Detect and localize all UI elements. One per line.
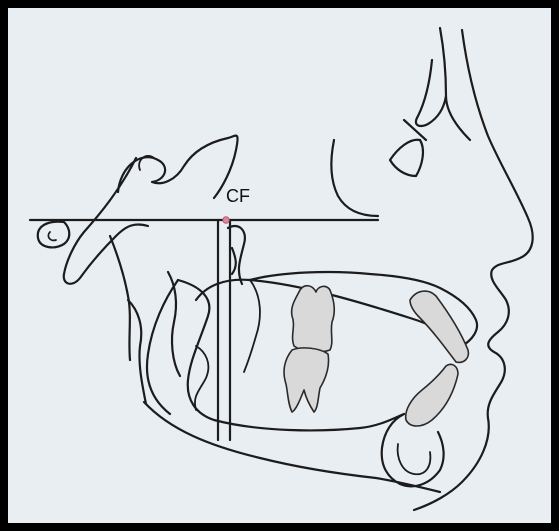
soft-palate: [244, 280, 260, 372]
lower-molar: [284, 348, 329, 412]
cf-point: [223, 217, 229, 223]
mandibular-border-outer: [144, 402, 440, 492]
nasal-bone-left: [416, 60, 446, 126]
orbit-rim: [331, 140, 378, 216]
soft-tissue-profile: [414, 30, 533, 510]
nasal-bone-right: [440, 28, 470, 140]
airway-curve: [195, 346, 208, 410]
lower-incisor: [406, 364, 458, 426]
ramus-posterior: [147, 280, 178, 414]
cervical-vertebra-1: [110, 236, 130, 360]
mastoid-outline: [38, 222, 69, 248]
orbit-outline: [390, 140, 423, 176]
ear-rod-loop: [48, 232, 56, 240]
sella-outline: [118, 136, 238, 198]
cf-label: CF: [226, 186, 250, 206]
upper-molar: [292, 286, 335, 352]
symphysis-inner: [398, 444, 431, 474]
upper-incisor: [410, 291, 468, 362]
pharyngeal-wall: [168, 272, 180, 376]
